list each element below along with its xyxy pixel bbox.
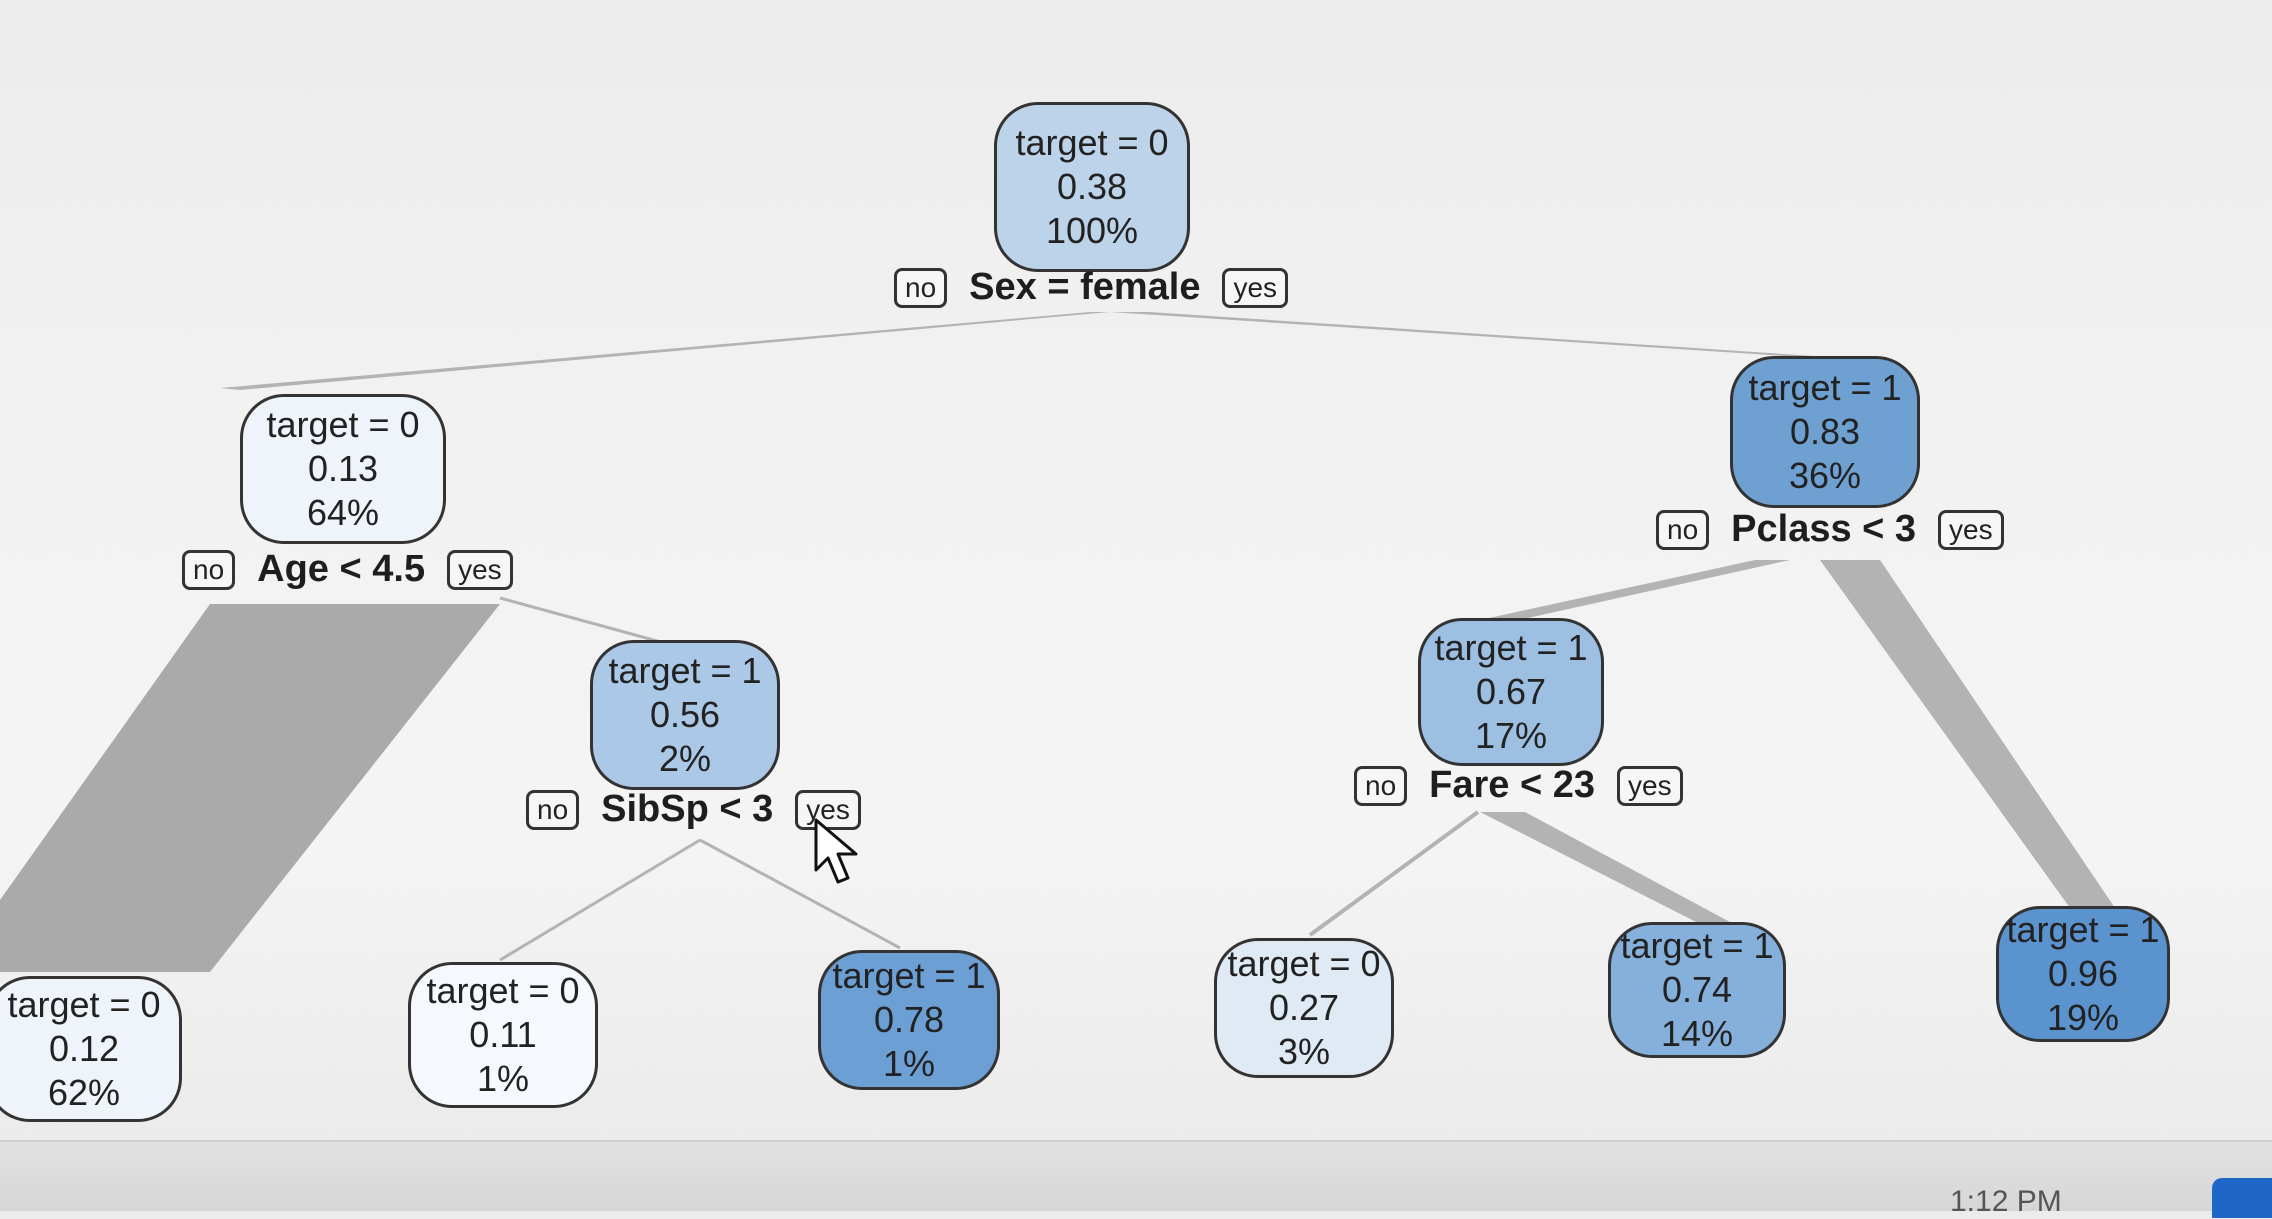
node-label: target = 1 (608, 650, 762, 692)
split-n3: no Pclass < 3 yes (1656, 508, 2004, 551)
yes-tag: yes (1222, 267, 1289, 308)
split-rule: Sex = female (969, 266, 1201, 308)
taskbar-clock: 1:12 PM (1950, 1185, 2062, 1218)
node-percent: 17% (1474, 714, 1548, 756)
yes-tag: yes (1617, 765, 1683, 806)
branch-n2-to-leaf1 (0, 604, 500, 972)
node-value: 0.38 (1056, 166, 1128, 208)
branch-n5-to-leaf2 (499, 838, 701, 962)
node-value: 0.96 (2047, 953, 2119, 995)
node-value: 0.78 (873, 999, 945, 1041)
branch-n6-to-leaf4 (1308, 810, 1480, 937)
branch-n6-to-leaf5 (1480, 812, 1730, 924)
node-percent: 2% (658, 737, 712, 779)
node-label: target = 0 (7, 984, 161, 1026)
no-tag: no (182, 549, 236, 590)
yes-tag: yes (447, 549, 513, 590)
node-percent: 3% (1277, 1030, 1331, 1072)
node-leaf1: target = 0 0.12 62% (0, 976, 182, 1122)
node-percent: 1% (882, 1042, 936, 1084)
node-percent: 64% (306, 491, 380, 533)
node-n5: target = 1 0.56 2% (590, 640, 780, 790)
no-tag: no (894, 267, 948, 308)
branch-n3-to-n6 (1480, 560, 1790, 622)
split-rule: Fare < 23 (1429, 764, 1595, 806)
node-label: target = 1 (1434, 627, 1588, 669)
node-n3: target = 1 0.83 36% (1730, 356, 1920, 508)
node-label: target = 1 (1620, 925, 1774, 967)
node-n6: target = 1 0.67 17% (1418, 618, 1604, 766)
node-label: target = 0 (426, 970, 580, 1012)
split-rule: Pclass < 3 (1731, 508, 1917, 550)
node-value: 0.56 (649, 694, 721, 736)
node-root: target = 0 0.38 100% (994, 102, 1190, 272)
node-value: 0.12 (48, 1028, 120, 1070)
no-tag: no (1656, 509, 1710, 550)
yes-tag: yes (1938, 509, 2004, 550)
split-rule: Age < 4.5 (257, 548, 426, 590)
node-leaf6: target = 1 0.96 19% (1996, 906, 2170, 1042)
node-percent: 36% (1788, 454, 1862, 496)
split-n6: no Fare < 23 yes (1354, 764, 1683, 807)
node-label: target = 0 (266, 404, 420, 446)
node-label: target = 0 (1227, 943, 1381, 985)
node-value: 0.13 (307, 448, 379, 490)
branch-n5-to-leaf3 (699, 838, 901, 950)
node-leaf4: target = 0 0.27 3% (1214, 938, 1394, 1078)
node-label: target = 1 (2006, 909, 2160, 951)
node-value: 0.67 (1475, 671, 1547, 713)
mouse-cursor-icon (814, 818, 858, 884)
no-tag: no (526, 789, 580, 830)
node-n2: target = 0 0.13 64% (240, 394, 446, 544)
node-percent: 19% (2046, 996, 2120, 1038)
node-label: target = 1 (1748, 367, 1902, 409)
split-n2: no Age < 4.5 yes (182, 548, 513, 591)
node-percent: 62% (47, 1071, 121, 1113)
node-value: 0.27 (1268, 987, 1340, 1029)
node-value: 0.11 (469, 1014, 537, 1056)
tray-app-icon[interactable] (2212, 1178, 2272, 1218)
branch-root-to-n3 (1110, 312, 1845, 358)
node-leaf3: target = 1 0.78 1% (818, 950, 1000, 1090)
os-taskbar (0, 1140, 2272, 1211)
branch-n3-to-leaf6 (1820, 560, 2115, 908)
node-percent: 1% (476, 1057, 530, 1099)
no-tag: no (1354, 765, 1408, 806)
node-label: target = 0 (1015, 122, 1169, 164)
node-leaf2: target = 0 0.11 1% (408, 962, 598, 1108)
node-percent: 100% (1045, 209, 1139, 251)
node-percent: 14% (1660, 1012, 1734, 1054)
node-leaf5: target = 1 0.74 14% (1608, 922, 1786, 1058)
branch-root-to-n2 (220, 312, 1110, 390)
split-n5: no SibSp < 3 yes (526, 788, 861, 831)
node-value: 0.83 (1789, 411, 1861, 453)
node-value: 0.74 (1661, 969, 1733, 1011)
split-rule: SibSp < 3 (601, 788, 774, 830)
yes-tag: yes (795, 789, 861, 830)
split-root: no Sex = female yes (894, 266, 1289, 309)
node-label: target = 1 (832, 955, 986, 997)
